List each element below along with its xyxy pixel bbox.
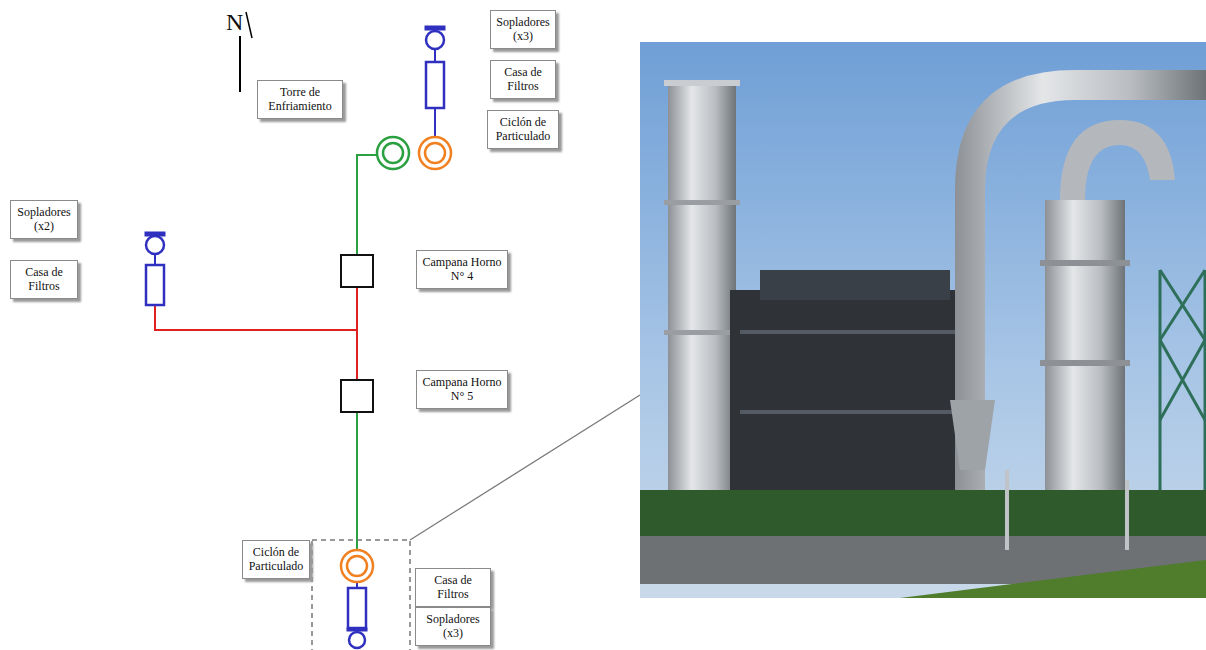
label-box: Casa de Filtros [490, 60, 556, 99]
box-label: Sopladores (x2) [16, 205, 72, 234]
label-box: Campana Horno N° 4 [416, 250, 508, 289]
box-label: Sopladores (x3) [496, 15, 550, 44]
label-box: Casa de Filtros [415, 568, 491, 607]
top-equipment [377, 26, 451, 169]
box-label: Ciclón de Particulado [248, 545, 304, 574]
dashed-frame [312, 540, 410, 650]
box-label: Ciclón de Particulado [493, 115, 553, 144]
label-box: Torre de Enfriamiento [257, 80, 343, 119]
north-label: N [226, 10, 243, 34]
hood-squares [341, 255, 373, 412]
left-equipment [145, 232, 165, 305]
box-label: Campana Horno N° 5 [422, 375, 502, 404]
label-box: Campana Horno N° 5 [416, 370, 508, 409]
plant-photo [640, 42, 1206, 598]
photo-leader [410, 395, 640, 540]
box-label: Casa de Filtros [496, 65, 550, 94]
label-box: Sopladores (x3) [415, 607, 491, 646]
duct-lines [155, 49, 435, 633]
label-box: Ciclón de Particulado [242, 540, 310, 579]
box-label: Torre de Enfriamiento [263, 85, 337, 114]
box-label: Sopladores (x3) [421, 612, 485, 641]
label-box: Casa de Filtros [10, 260, 78, 299]
box-label: Campana Horno N° 4 [422, 255, 502, 284]
bottom-equipment [341, 550, 373, 648]
label-box: Ciclón de Particulado [487, 110, 559, 149]
box-label: Casa de Filtros [16, 265, 72, 294]
label-box: Sopladores (x3) [490, 10, 556, 49]
label-box: Sopladores (x2) [10, 200, 78, 239]
box-label: Casa de Filtros [421, 573, 485, 602]
